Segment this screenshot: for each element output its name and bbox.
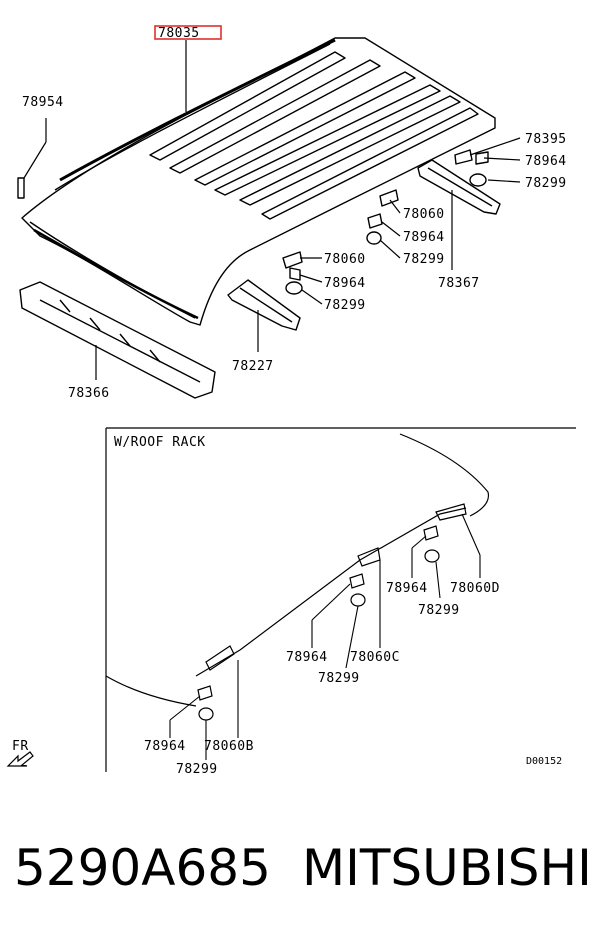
label-bracket-78060-b: 78060 — [324, 252, 366, 267]
brand-name: MITSUBISHI — [302, 839, 592, 897]
label-grommet-78299-b: 78299 — [403, 252, 445, 267]
roof-rack-drawing — [105, 433, 490, 721]
label-rack-bracket-b: 78060B — [204, 739, 254, 754]
label-grommet-78299-c: 78299 — [324, 298, 366, 313]
label-front-bow: 78366 — [68, 386, 110, 401]
label-clip-78964-a: 78964 — [525, 154, 567, 169]
label-grommet-78299-a: 78299 — [525, 176, 567, 191]
label-rack-grommet-2: 78299 — [318, 671, 360, 686]
label-rack-grommet-1: 78299 — [176, 762, 218, 777]
part-number: 5290A685 — [14, 839, 271, 897]
leader-lines-top — [23, 40, 521, 380]
label-rack-grommet-3: 78299 — [418, 603, 460, 618]
label-clip-78395: 78395 — [525, 132, 567, 147]
label-roof-bow-mid: 78227 — [232, 359, 274, 374]
front-arrow-icon — [6, 751, 34, 767]
label-clip-78964-b: 78964 — [403, 230, 445, 245]
roof-rack-detail-frame — [105, 427, 576, 772]
roof-rack-detail-title: W/ROOF RACK — [114, 435, 206, 450]
leader-lines-bottom — [169, 513, 481, 760]
roof-panel-drawing — [17, 37, 501, 399]
label-bracket-78060-a: 78060 — [403, 207, 445, 222]
label-rack-bracket-c: 78060C — [350, 650, 400, 665]
label-rack-clip-3: 78964 — [386, 581, 428, 596]
highlight-box — [154, 25, 222, 40]
label-roof-bolt: 78954 — [22, 95, 64, 110]
label-rack-clip-1: 78964 — [144, 739, 186, 754]
diagram-code: D00152 — [526, 756, 562, 767]
label-roof-panel: 78035 — [158, 26, 200, 41]
label-roof-bow-rear: 78367 — [438, 276, 480, 291]
label-rack-bracket-d: 78060D — [450, 581, 500, 596]
label-rack-clip-2: 78964 — [286, 650, 328, 665]
label-clip-78964-c: 78964 — [324, 276, 366, 291]
front-indicator-label: FR — [12, 739, 29, 754]
